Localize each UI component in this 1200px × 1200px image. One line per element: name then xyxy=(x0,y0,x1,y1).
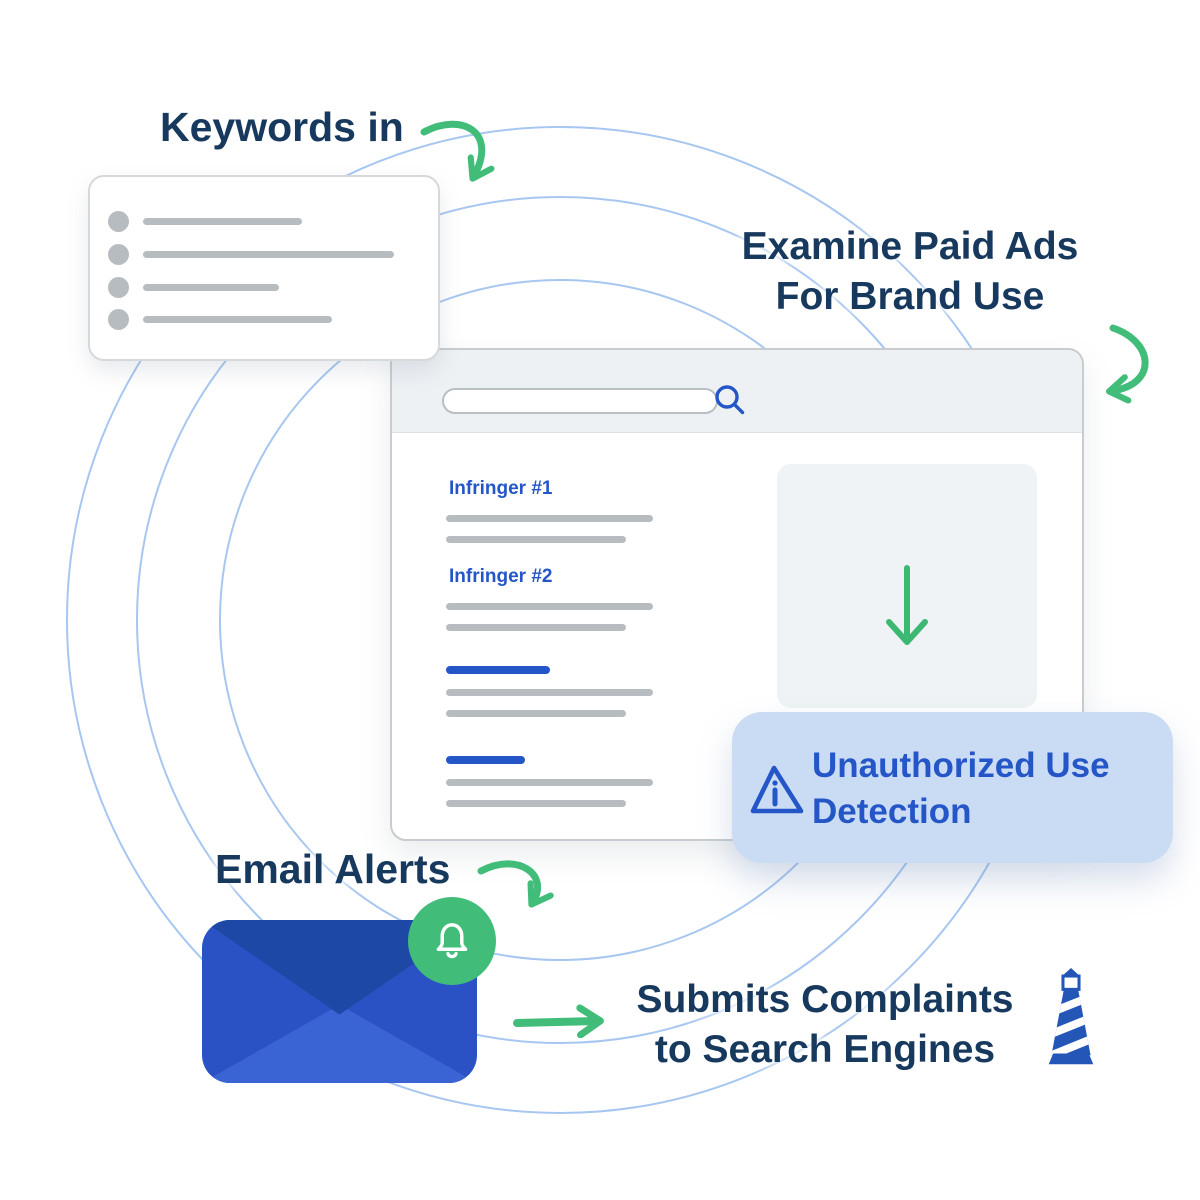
keywords-list-card xyxy=(88,175,440,361)
bullet-icon xyxy=(108,243,129,265)
chip-text: Unauthorized Use Detection xyxy=(812,743,1110,835)
chip-line2: Detection xyxy=(812,792,972,831)
bell-icon xyxy=(436,923,468,959)
list-item xyxy=(108,276,279,298)
result-line-placeholder xyxy=(446,515,653,522)
result-line-placeholder xyxy=(446,779,653,786)
submits-complaints-heading: Submits Complaints to Search Engines xyxy=(600,975,1050,1075)
examine-paid-ads-line1: Examine Paid Ads xyxy=(741,225,1079,268)
bullet-icon xyxy=(108,308,129,330)
lighthouse-icon xyxy=(1048,968,1094,1065)
browser-header xyxy=(392,350,1082,433)
search-input[interactable] xyxy=(442,388,718,414)
text-line-placeholder xyxy=(143,315,332,323)
email-alerts-heading: Email Alerts xyxy=(215,846,451,892)
envelope-icon xyxy=(202,920,477,1083)
submits-complaints-line1: Submits Complaints xyxy=(636,978,1014,1021)
ad-preview-panel xyxy=(777,464,1037,708)
result-line-placeholder xyxy=(446,710,626,717)
list-item xyxy=(108,243,394,265)
result-link-placeholder xyxy=(446,756,525,764)
infringer-1-label: Infringer #1 xyxy=(449,478,553,499)
envelope-fold xyxy=(202,1004,477,1083)
examine-paid-ads-line2: For Brand Use xyxy=(775,275,1045,318)
result-line-placeholder xyxy=(446,603,653,610)
list-item xyxy=(108,308,332,330)
submits-complaints-line2: to Search Engines xyxy=(654,1028,996,1071)
text-line-placeholder xyxy=(143,283,279,291)
search-results-window: Infringer #1 Infringer #2 xyxy=(390,348,1084,841)
bullet-icon xyxy=(108,276,129,298)
bullet-icon xyxy=(108,210,129,232)
result-line-placeholder xyxy=(446,624,626,631)
result-line-placeholder xyxy=(446,689,653,696)
list-item xyxy=(108,210,302,232)
down-arrow-icon xyxy=(886,565,928,645)
text-line-placeholder xyxy=(143,217,302,225)
text-line-placeholder xyxy=(143,250,394,258)
result-link-placeholder xyxy=(446,666,550,674)
info-triangle-icon xyxy=(750,765,804,814)
result-line-placeholder xyxy=(446,536,626,543)
infringer-2-label: Infringer #2 xyxy=(449,566,553,587)
result-line-placeholder xyxy=(446,800,626,807)
chip-line1: Unauthorized Use xyxy=(812,746,1110,785)
examine-paid-ads-heading: Examine Paid Ads For Brand Use xyxy=(710,222,1110,322)
notification-bell-badge xyxy=(408,897,496,985)
search-icon xyxy=(715,385,745,415)
unauthorized-use-detection-badge: Unauthorized Use Detection xyxy=(732,712,1173,863)
keywords-in-heading: Keywords in xyxy=(160,104,404,150)
